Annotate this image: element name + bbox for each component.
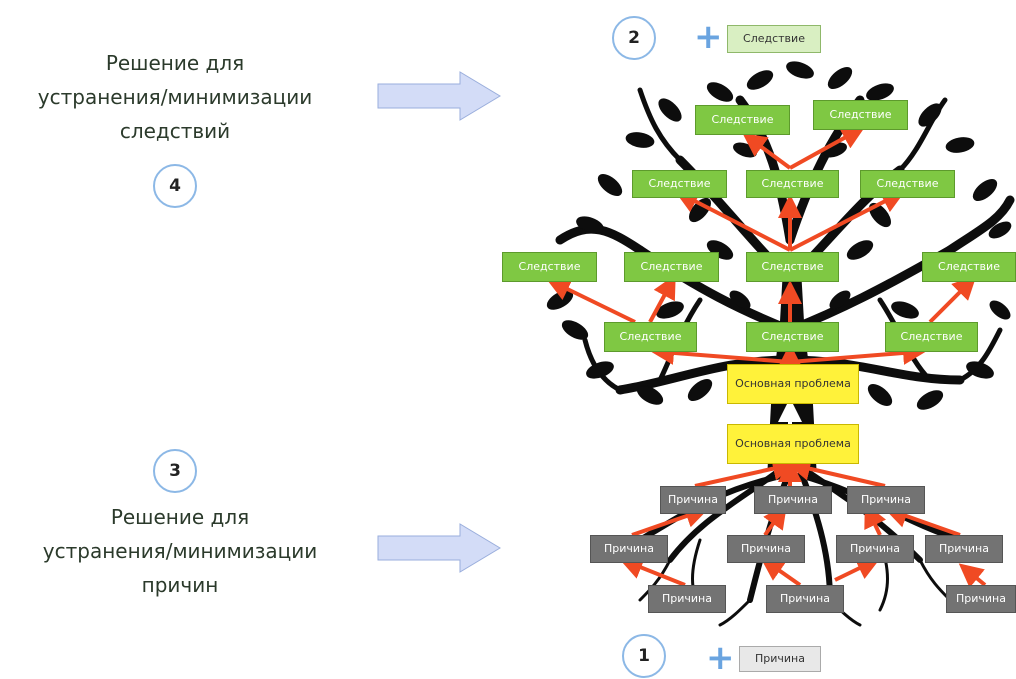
effect-node[interactable]: Следствие bbox=[624, 252, 719, 282]
causes-solution-line-3: причин bbox=[141, 573, 219, 597]
effect-node[interactable]: Следствие bbox=[922, 252, 1016, 282]
step-3-badge: 3 bbox=[153, 449, 197, 493]
effect-node[interactable]: Следствие bbox=[885, 322, 978, 352]
effect-node[interactable]: Следствие bbox=[632, 170, 727, 198]
effect-node[interactable]: Следствие bbox=[502, 252, 597, 282]
add-cause-icon[interactable]: + bbox=[706, 638, 735, 678]
step-1-badge: 1 bbox=[622, 634, 666, 678]
causes-solution-line-2: устранения/минимизации bbox=[42, 539, 318, 563]
cause-node[interactable]: Причина bbox=[727, 535, 805, 563]
cause-node[interactable]: Причина bbox=[754, 486, 832, 514]
cause-node[interactable]: Причина bbox=[836, 535, 914, 563]
core-problem-top[interactable]: Основная проблема bbox=[727, 364, 859, 404]
cause-node[interactable]: Причина bbox=[946, 585, 1016, 613]
step-4-badge: 4 bbox=[153, 164, 197, 208]
effect-node[interactable]: Следствие bbox=[695, 105, 790, 135]
cause-node[interactable]: Причина bbox=[766, 585, 844, 613]
effect-node[interactable]: Следствие bbox=[746, 252, 839, 282]
legend-effect-box[interactable]: Следствие bbox=[727, 25, 821, 53]
causes-solution-line-1: Решение для bbox=[110, 505, 250, 529]
causes-block-arrow bbox=[377, 523, 501, 573]
core-problem-bottom[interactable]: Основная проблема bbox=[727, 424, 859, 464]
cause-node[interactable]: Причина bbox=[925, 535, 1003, 563]
effect-arrows bbox=[546, 126, 977, 367]
effects-solution-line-3: следствий bbox=[119, 119, 231, 143]
cause-node[interactable]: Причина bbox=[590, 535, 668, 563]
cause-node[interactable]: Причина bbox=[648, 585, 726, 613]
legend-cause-box[interactable]: Причина bbox=[739, 646, 821, 672]
effects-solution-line-1: Решение для bbox=[105, 51, 245, 75]
effect-node[interactable]: Следствие bbox=[746, 170, 839, 198]
effect-node[interactable]: Следствие bbox=[860, 170, 955, 198]
cause-arrows bbox=[618, 456, 987, 588]
causes-solution-label: Решение для устранения/минимизации причи… bbox=[0, 500, 360, 602]
add-effect-icon[interactable]: + bbox=[694, 17, 723, 57]
effect-node[interactable]: Следствие bbox=[813, 100, 908, 130]
effects-solution-label: Решение для устранения/минимизации следс… bbox=[0, 46, 350, 148]
effects-block-arrow bbox=[377, 71, 501, 121]
effects-solution-line-2: устранения/минимизации bbox=[37, 85, 313, 109]
effect-node[interactable]: Следствие bbox=[746, 322, 839, 352]
cause-node[interactable]: Причина bbox=[660, 486, 726, 514]
cause-node[interactable]: Причина bbox=[847, 486, 925, 514]
effect-node[interactable]: Следствие bbox=[604, 322, 697, 352]
step-2-badge: 2 bbox=[612, 16, 656, 60]
